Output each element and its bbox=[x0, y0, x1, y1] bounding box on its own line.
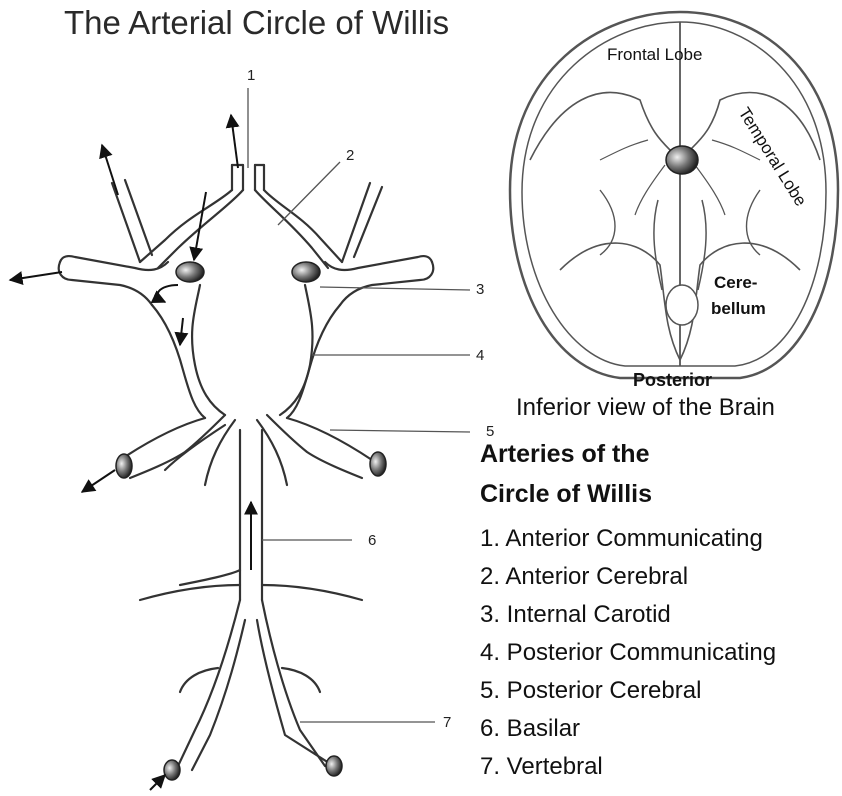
legend-title-line1: Arteries of the bbox=[480, 440, 649, 469]
frontal-lobe-label: Frontal Lobe bbox=[607, 45, 702, 64]
legend-item-2: 2. Anterior Cerebral bbox=[480, 563, 688, 591]
legend-item-1: 1. Anterior Communicating bbox=[480, 525, 763, 553]
legend-item-7: 7. Vertebral bbox=[480, 753, 603, 781]
label-6: 6 bbox=[368, 532, 376, 549]
leader-lines bbox=[248, 88, 470, 722]
label-1: 1 bbox=[247, 67, 255, 84]
cerebellum-label-line2: bellum bbox=[711, 299, 766, 318]
label-2: 2 bbox=[346, 147, 354, 164]
anterior-cerebral-right bbox=[264, 190, 342, 262]
label-4: 4 bbox=[476, 347, 484, 364]
posterior-label: Posterior bbox=[633, 370, 712, 390]
brain-circle-highlight bbox=[666, 146, 698, 174]
anterior-communicating-vessel bbox=[232, 165, 264, 190]
cerebellum-label-line1: Cere- bbox=[714, 273, 757, 292]
anterior-cerebral-left bbox=[140, 190, 232, 262]
legend-item-6: 6. Basilar bbox=[480, 715, 580, 743]
label-3: 3 bbox=[476, 281, 484, 298]
brain-caption: Inferior view of the Brain bbox=[516, 394, 775, 422]
label-7: 7 bbox=[443, 714, 451, 731]
label-5: 5 bbox=[486, 423, 494, 440]
legend-item-4: 4. Posterior Communicating bbox=[480, 639, 776, 667]
legend-item-3: 3. Internal Carotid bbox=[480, 601, 671, 629]
legend-title-line2: Circle of Willis bbox=[480, 480, 652, 509]
legend-item-5: 5. Posterior Cerebral bbox=[480, 677, 701, 705]
